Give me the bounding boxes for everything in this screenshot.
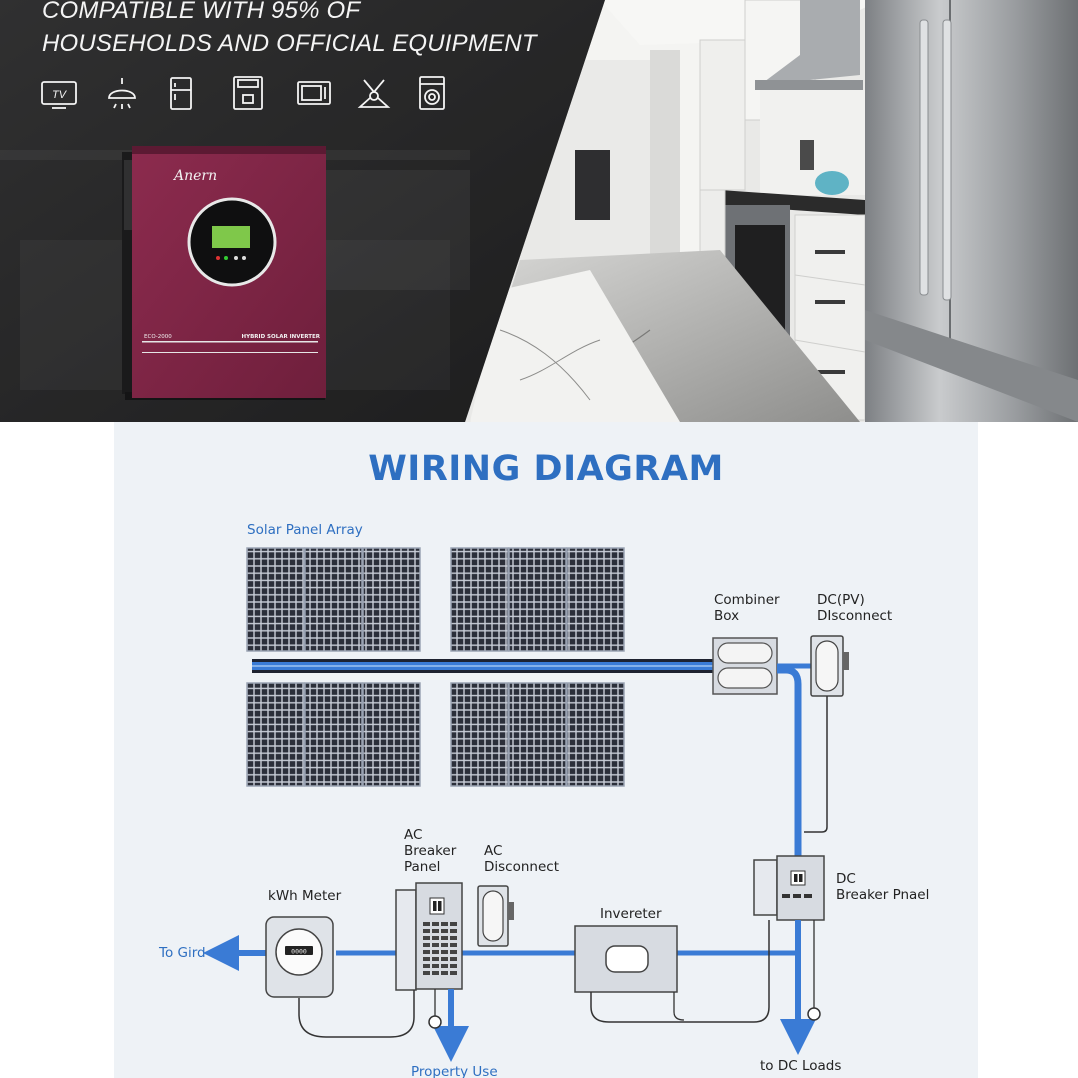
hybrid-solar-inverter	[122, 146, 326, 400]
refrigerator-icon	[170, 77, 192, 110]
inverter-model-label: ECO-2000	[144, 334, 172, 340]
inverter-brand-logo: Anern	[172, 168, 217, 184]
diagram-title: WIRING DIAGRAM	[368, 449, 724, 489]
ac-breaker-panel-label-1: AC	[404, 827, 423, 843]
kwh-meter-label: kWh Meter	[268, 888, 342, 904]
ac-breaker-panel	[395, 882, 463, 991]
ac-disconnect-label-1: AC	[484, 843, 503, 859]
meter-display: 0000	[291, 948, 307, 956]
combiner-box	[712, 637, 778, 695]
dc-pv-disconnect-label-2: DIsconnect	[817, 608, 893, 624]
washing-machine-icon	[419, 76, 445, 110]
hero-headline-line-2: HOUSEHOLDS AND OFFICIAL EQUIPMENT	[42, 30, 537, 57]
dc-pv-disconnect-label-1: DC(PV)	[817, 592, 865, 608]
property-use-label: Property Use	[411, 1064, 498, 1078]
dc-breaker-panel	[753, 855, 825, 921]
ceiling-lamp-icon	[108, 78, 136, 109]
wiring-diagram: 0000	[203, 547, 849, 1062]
tv-icon	[41, 81, 77, 109]
combiner-box-label-2: Box	[714, 608, 740, 624]
dc-pv-disconnect	[810, 635, 849, 697]
ac-disconnect-label-2: Disconnect	[484, 859, 559, 875]
hero-headline-line-1: COMPATIBLE WITH 95% OF	[42, 0, 361, 24]
solar-panel-array	[246, 547, 625, 787]
to-dc-loads-label: to DC Loads	[760, 1058, 842, 1074]
dc-breaker-panel-label-1: DC	[836, 871, 856, 887]
fan-icon	[357, 79, 391, 108]
combiner-box-label-1: Combiner	[714, 592, 780, 608]
wiring-diagram-panel: WIRING DIAGRAM	[114, 422, 978, 1078]
dc-breaker-panel-label-2: Breaker Pnael	[836, 887, 930, 903]
hero-banner: TV	[0, 0, 1078, 422]
inverter-unit	[574, 925, 678, 993]
inverter-product-name: HYBRID SOLAR INVERTER	[242, 334, 321, 340]
ac-disconnect	[477, 885, 514, 947]
kwh-meter	[265, 916, 334, 998]
to-grid-label: To Gird	[159, 945, 206, 961]
solar-panel-array-label: Solar Panel Array	[247, 522, 363, 538]
ac-breaker-panel-label-2: Breaker	[404, 843, 457, 859]
kitchen-scene: TV	[0, 0, 1078, 422]
tv-icon-label: TV	[52, 89, 68, 101]
coffee-machine-icon	[233, 76, 263, 110]
ac-breaker-panel-label-3: Panel	[404, 859, 441, 875]
inverter-label: Invereter	[600, 906, 662, 922]
microwave-icon	[297, 81, 331, 105]
